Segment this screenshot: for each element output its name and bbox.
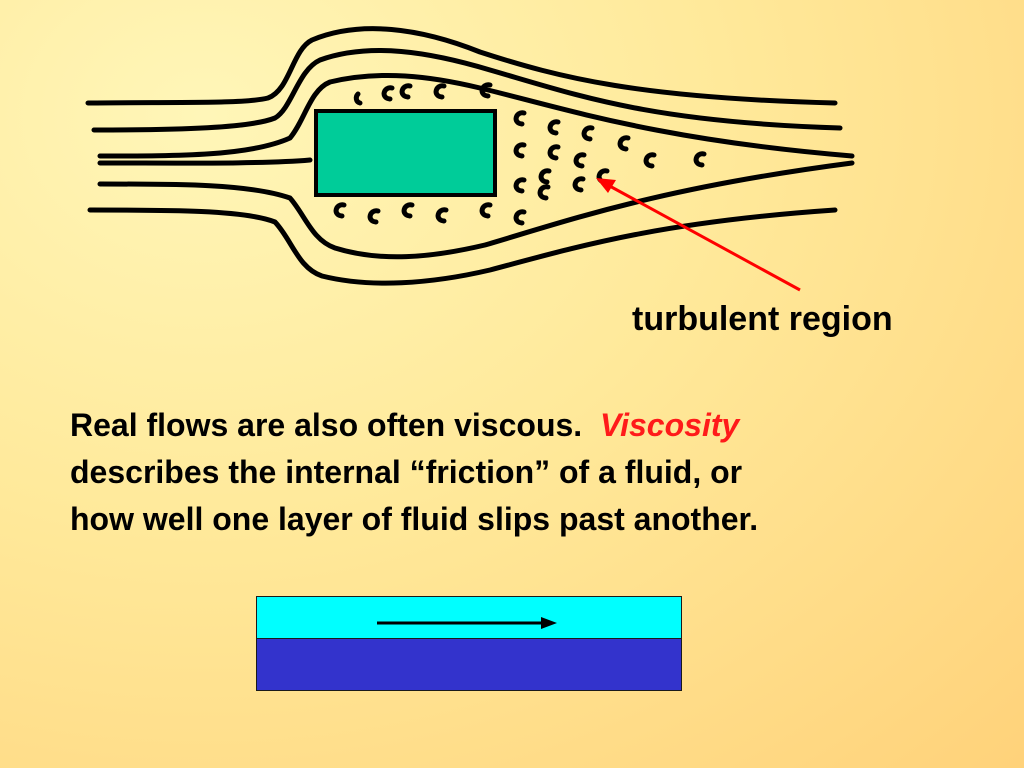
eddy-mark	[333, 202, 347, 219]
top-fluid-layer	[257, 597, 681, 639]
streamline	[85, 26, 838, 106]
eddy-mark	[643, 152, 657, 169]
eddy-mark	[513, 142, 527, 159]
eddy-mark	[693, 151, 707, 168]
eddy-mark	[537, 184, 551, 201]
eddy-mark	[433, 83, 447, 100]
streamline	[87, 207, 838, 286]
eddy-mark	[573, 152, 587, 169]
viscosity-paragraph: Real flows are also often viscous. Visco…	[70, 402, 970, 543]
eddy-mark	[513, 177, 527, 194]
eddy-mark	[547, 119, 561, 136]
eddy-mark	[399, 83, 413, 100]
eddy-mark	[353, 91, 363, 106]
flow-diagram	[85, 26, 855, 292]
eddy-mark	[367, 208, 381, 225]
paragraph-line-1: Real flows are also often viscous. Visco…	[70, 402, 970, 449]
eddy-mark	[581, 125, 595, 142]
eddy-mark	[479, 82, 493, 99]
streamline	[97, 160, 855, 260]
eddy-mark	[513, 209, 527, 226]
sentence-1: Real flows are also often viscous.	[70, 407, 583, 443]
fluid-layers-diagram	[256, 596, 682, 691]
streamline	[97, 72, 855, 159]
eddy-mark	[479, 202, 493, 219]
turbulent-region-label: turbulent region	[632, 300, 893, 338]
eddy-mark	[435, 207, 449, 224]
slip-arrow	[377, 617, 557, 629]
paragraph-line-2: describes the internal “friction” of a f…	[70, 454, 743, 490]
pointer-arrowhead	[596, 178, 616, 193]
eddy-mark	[538, 168, 552, 185]
eddy-mark	[513, 110, 527, 127]
bottom-fluid-layer	[257, 639, 681, 690]
pointer-arrow	[596, 178, 801, 292]
eddy-mark	[617, 135, 631, 152]
streamline	[91, 48, 843, 133]
obstacle-rectangle	[314, 109, 497, 197]
streamline	[97, 157, 313, 166]
eddy-mark	[547, 144, 561, 161]
eddy-mark	[401, 202, 415, 219]
paragraph-line-3: how well one layer of fluid slips past a…	[70, 501, 759, 537]
viscosity-term: Viscosity	[599, 407, 740, 443]
eddy-mark	[381, 85, 395, 102]
eddy-mark	[572, 176, 586, 193]
